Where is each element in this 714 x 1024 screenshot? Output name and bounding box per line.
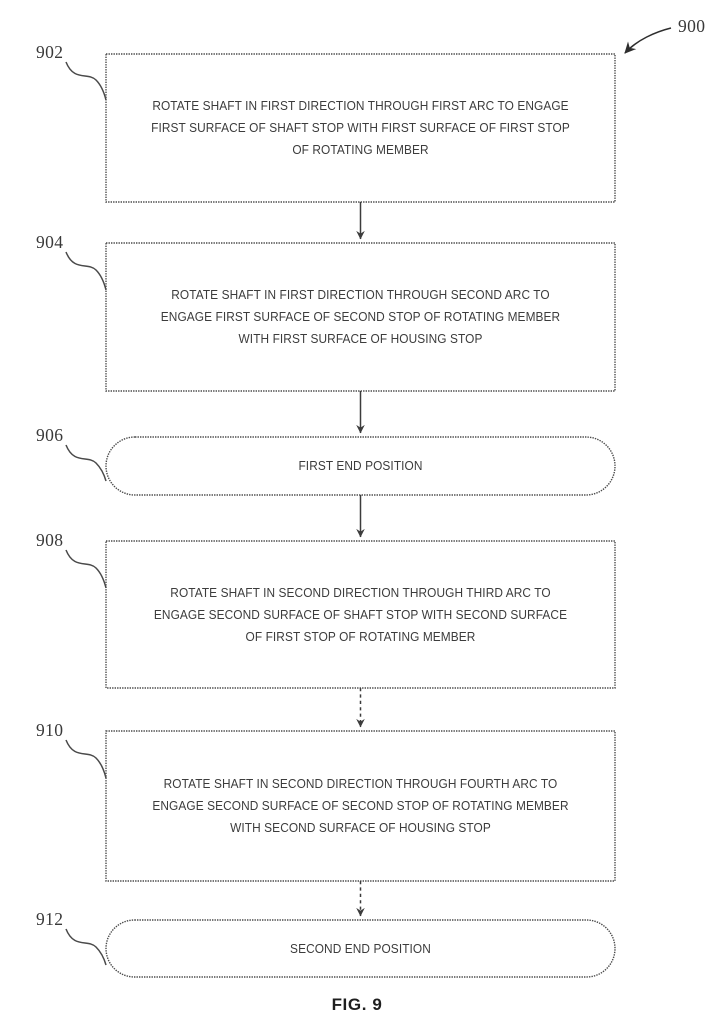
figure-reference-leader bbox=[624, 27, 672, 54]
ref-label-910: 910 bbox=[36, 720, 64, 740]
ref-label-906: 906 bbox=[36, 425, 64, 445]
leader-line-912 bbox=[65, 928, 107, 966]
ref-label-908: 908 bbox=[36, 530, 64, 550]
flowchart-step-902: ROTATE SHAFT IN FIRST DIRECTION THROUGH … bbox=[151, 98, 570, 157]
ref-label-904: 904 bbox=[36, 232, 64, 252]
flowchart-terminal-906: FIRST END POSITION bbox=[298, 458, 423, 473]
flowchart-step-910: ROTATE SHAFT IN SECOND DIRECTION THROUGH… bbox=[152, 776, 569, 835]
ref-label-902: 902 bbox=[36, 42, 64, 62]
leader-line-908 bbox=[65, 549, 107, 589]
flowchart-step-904: ROTATE SHAFT IN FIRST DIRECTION THROUGH … bbox=[160, 287, 561, 346]
leader-line-906 bbox=[65, 444, 107, 482]
figure-reference-900: 900 bbox=[678, 16, 706, 36]
ref-label-912: 912 bbox=[36, 909, 64, 929]
leader-line-910 bbox=[65, 739, 107, 779]
flowchart-step-908: ROTATE SHAFT IN SECOND DIRECTION THROUGH… bbox=[153, 584, 568, 644]
leader-line-902 bbox=[65, 61, 107, 101]
figure-caption: FIG. 9 bbox=[331, 995, 383, 1014]
leader-line-904 bbox=[65, 251, 107, 291]
flowchart-terminal-912: SECOND END POSITION bbox=[290, 940, 431, 956]
